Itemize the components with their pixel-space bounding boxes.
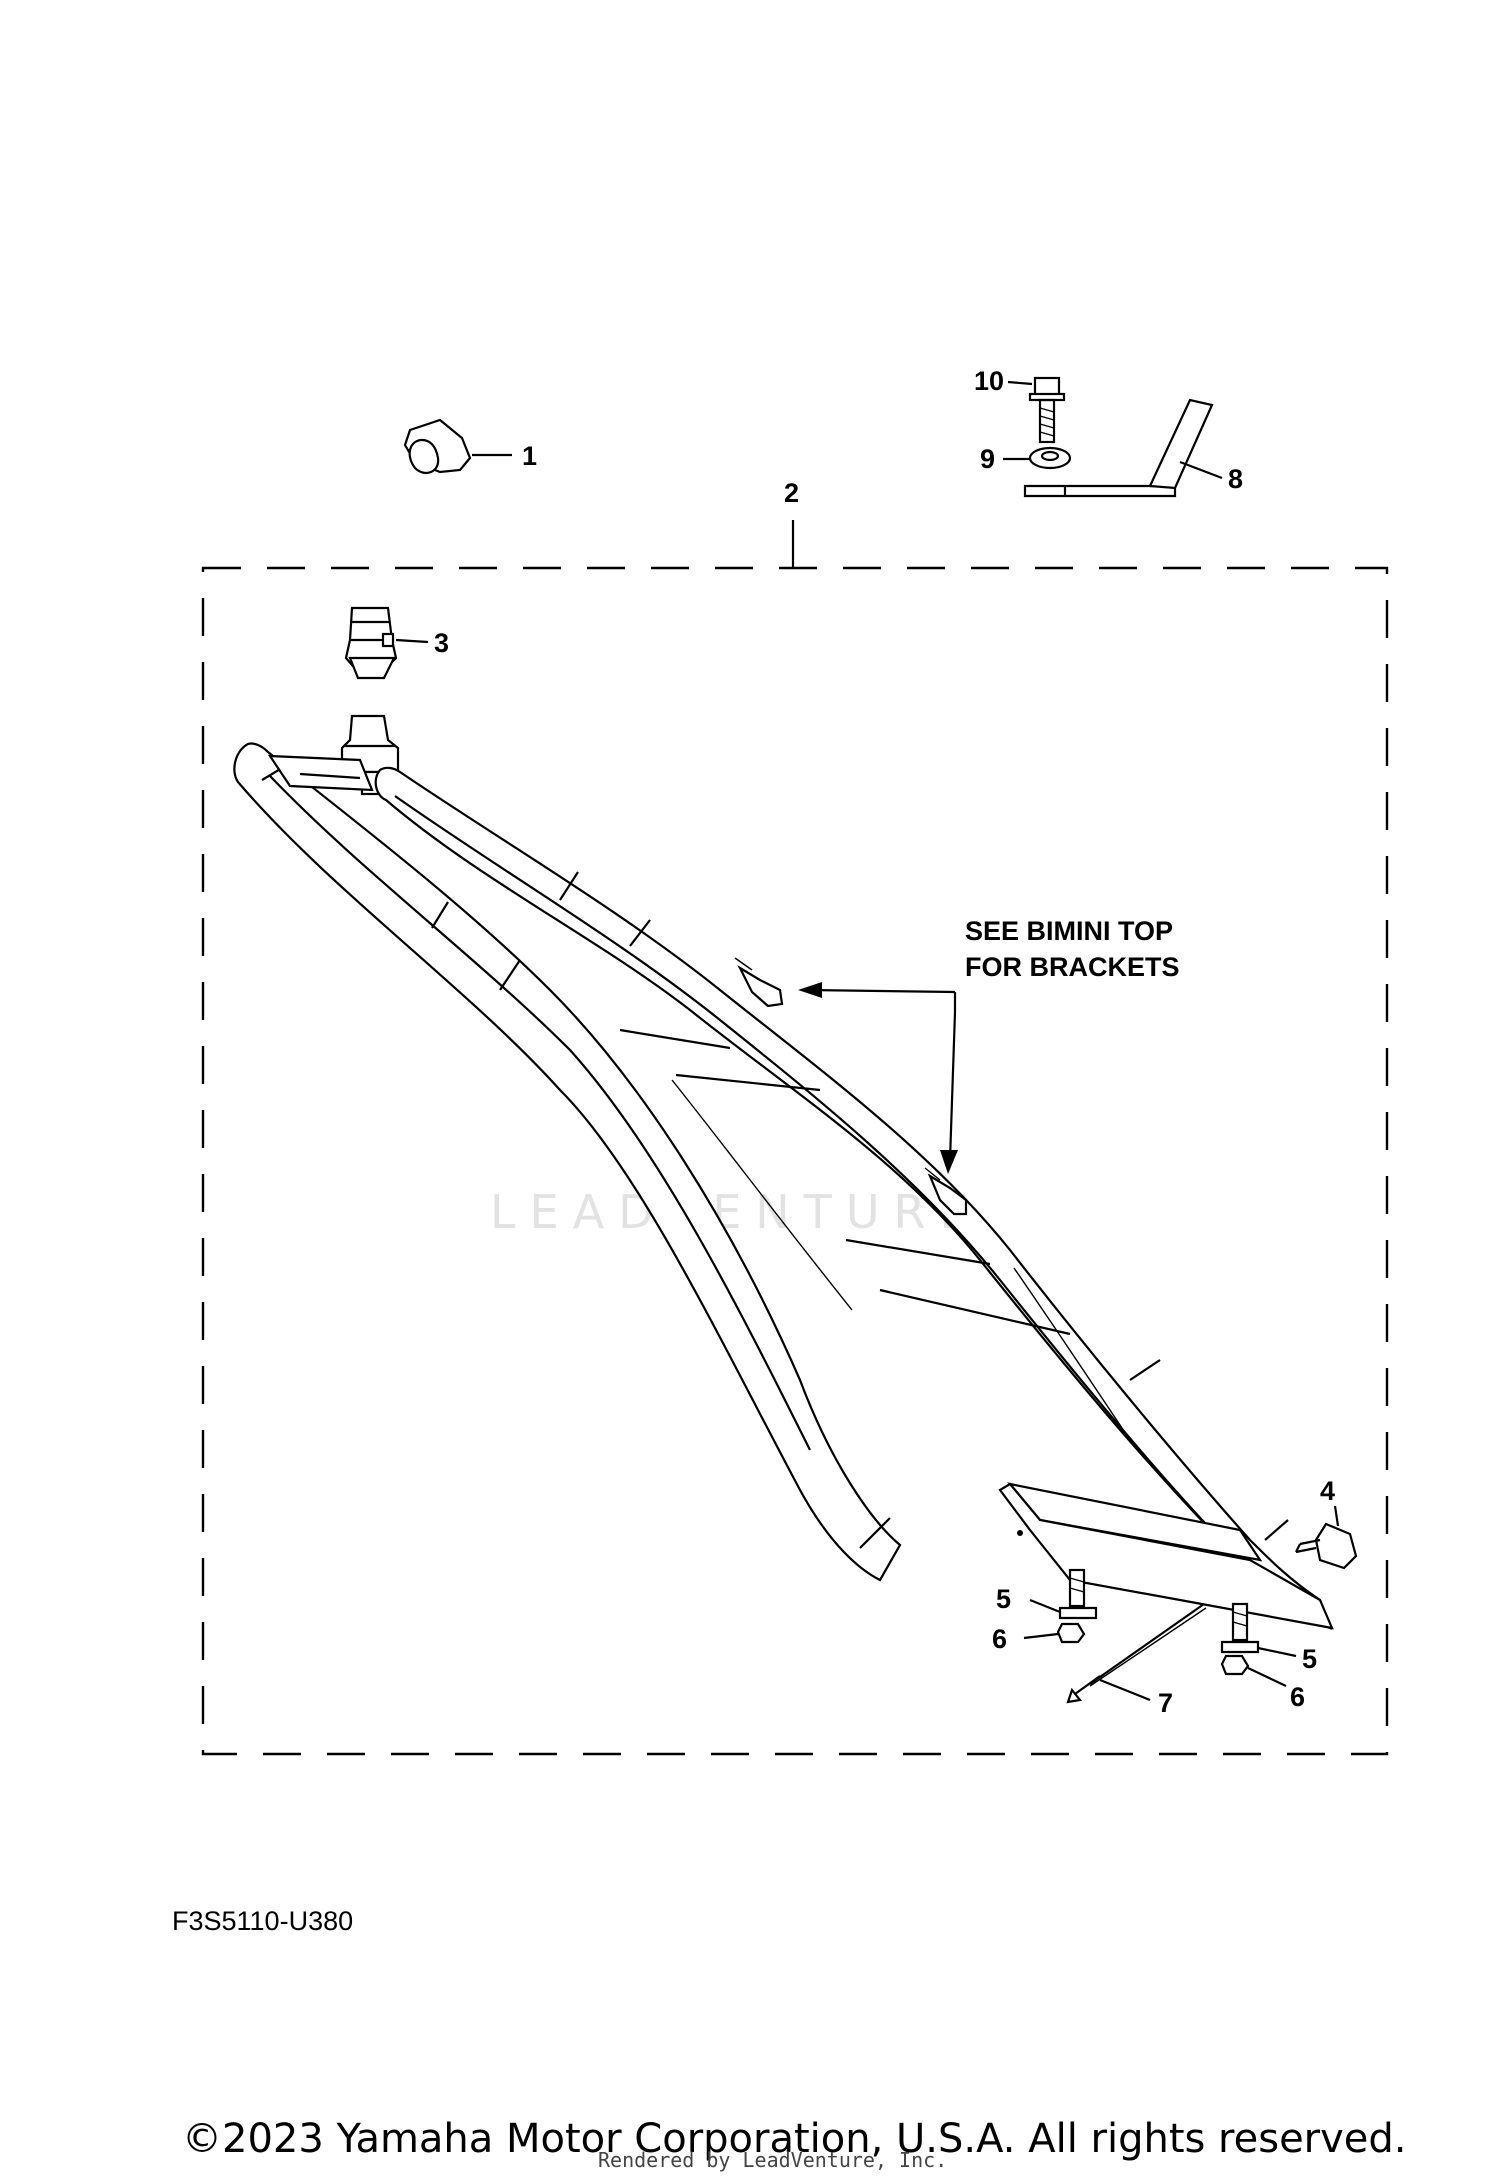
assembly-boundary-box	[201, 566, 1389, 1756]
part-10-bolt[interactable]	[1007, 376, 1066, 444]
part-6-nut-left[interactable]	[1023, 1622, 1086, 1644]
callout-4: 4	[1320, 1476, 1335, 1506]
rendered-by-text: Rendered by LeadVenture, Inc.	[598, 2148, 948, 2172]
part-9-washer[interactable]	[1003, 446, 1072, 470]
callout-3: 3	[434, 628, 449, 658]
part-7-lanyard[interactable]	[1066, 1603, 1207, 1704]
callout-5-right: 5	[1302, 1644, 1317, 1674]
callout-10: 10	[974, 366, 1004, 396]
part-3-swivel-knob[interactable]	[344, 606, 429, 680]
callout-8: 8	[1228, 464, 1243, 494]
note-line-1: SEE BIMINI TOP	[965, 916, 1173, 946]
part-2-tower-frame[interactable]	[233, 714, 1334, 1631]
callout-9: 9	[980, 444, 995, 474]
callout-6-right: 6	[1290, 1682, 1305, 1712]
watermark-text: LEADVENTURE	[490, 1185, 983, 1239]
callout-1: 1	[522, 441, 537, 471]
bimini-bracket-upper	[734, 957, 784, 1008]
part-5-spacer-left[interactable]	[1029, 1568, 1098, 1620]
callout-7: 7	[1158, 1688, 1173, 1718]
callout-5-left: 5	[996, 1584, 1011, 1614]
diagram-code: F3S5110-U380	[172, 1906, 354, 1936]
part-5-spacer-right[interactable]	[1220, 1602, 1297, 1658]
callout-6-left: 6	[992, 1624, 1007, 1654]
part-6-nut-right[interactable]	[1220, 1654, 1287, 1687]
note-line-2: FOR BRACKETS	[965, 952, 1180, 982]
copyright-text: ©2023 Yamaha Motor Corporation, U.S.A. A…	[182, 2116, 1407, 2162]
bimini-bracket-lower	[924, 1167, 968, 1216]
part-1-plug[interactable]	[403, 418, 512, 475]
callout-2: 2	[784, 478, 799, 508]
part-4-thumb-knob[interactable]	[1295, 1505, 1358, 1570]
part-8-bracket[interactable]	[1023, 398, 1223, 498]
note-arrows	[798, 982, 958, 1174]
